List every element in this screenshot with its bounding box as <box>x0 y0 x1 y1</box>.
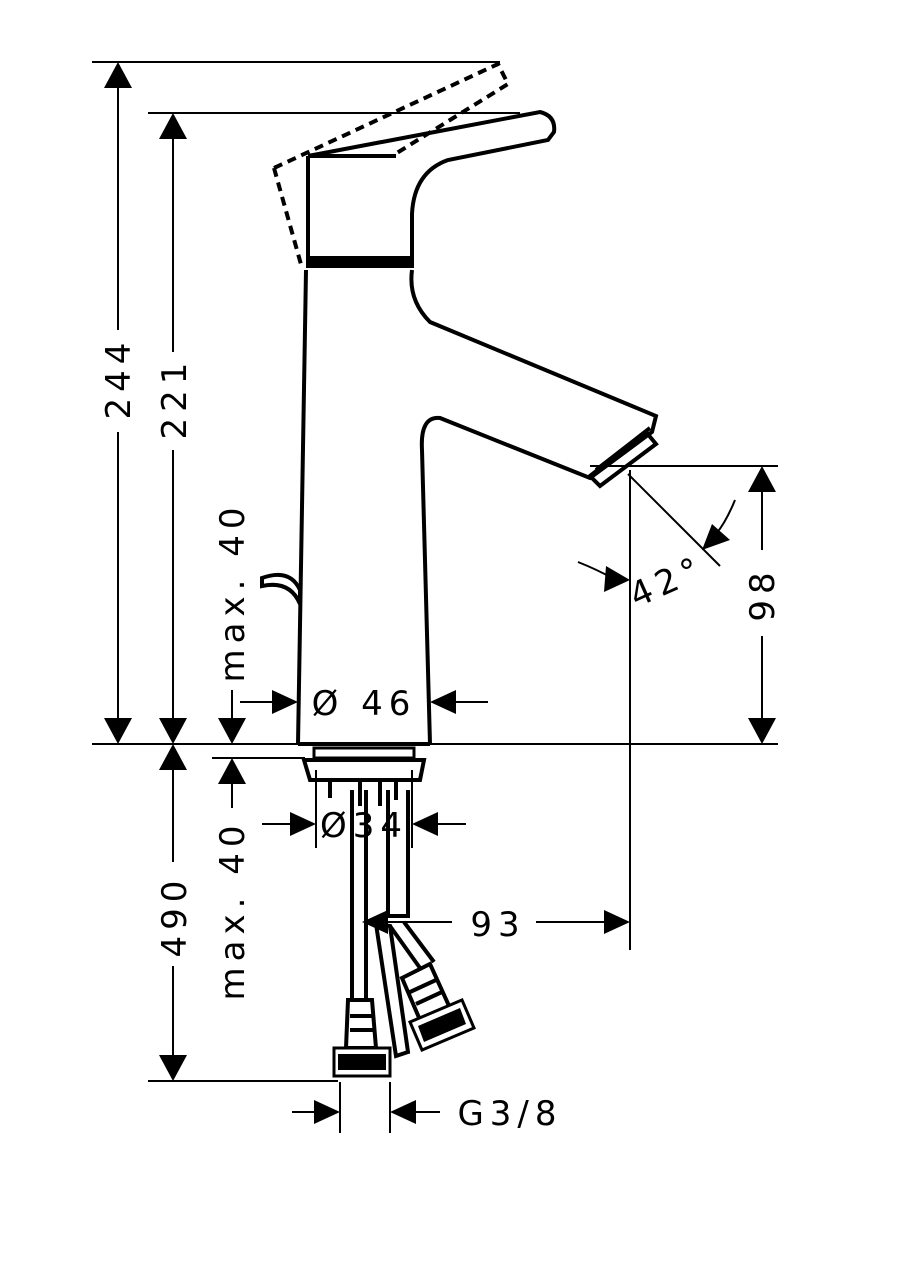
connector-left <box>343 998 379 1050</box>
label-spout-diameter: Ø 46 <box>312 684 417 724</box>
dimension-spout-height: 98 <box>743 466 783 744</box>
dimension-total-height: 244 <box>99 62 139 744</box>
dimension-spout-reach: 93 <box>362 905 630 945</box>
lever-raised-outline <box>272 61 511 269</box>
label-total-height: 244 <box>99 337 139 420</box>
mounting-nut-outline <box>301 758 427 806</box>
aerator-outline <box>586 426 659 489</box>
dimension-max-clearance-bottom: max. 40 <box>213 758 253 1000</box>
label-thread-size: G3/8 <box>457 1094 562 1134</box>
popup-rod-outline <box>260 573 302 605</box>
label-spout-angle: 42° <box>624 548 712 616</box>
dimension-thread-size: G3/8 <box>292 1094 562 1134</box>
faucet-body <box>260 61 659 1078</box>
body-outline <box>296 269 659 746</box>
label-hose-length: 490 <box>155 875 195 958</box>
lever-outline <box>307 109 557 256</box>
dimension-spout-diameter: Ø 46 <box>240 684 488 724</box>
label-max-clearance-top: max. 40 <box>213 502 253 683</box>
supply-hose-right <box>386 790 410 918</box>
dimension-spout-angle: 42° <box>577 473 736 616</box>
mounting-plate <box>312 746 416 760</box>
label-spout-height: 98 <box>743 566 783 621</box>
extension-lines <box>92 61 778 1133</box>
label-max-clearance-bottom: max. 40 <box>213 820 253 1001</box>
label-body-height: 221 <box>155 357 195 440</box>
dimension-body-height: 221 <box>155 113 195 744</box>
label-spout-reach: 93 <box>470 905 525 945</box>
dimension-hose-length: 490 <box>155 744 195 1081</box>
supply-hose-left <box>350 790 368 1000</box>
dimension-max-clearance-top: max. 40 <box>213 502 253 744</box>
